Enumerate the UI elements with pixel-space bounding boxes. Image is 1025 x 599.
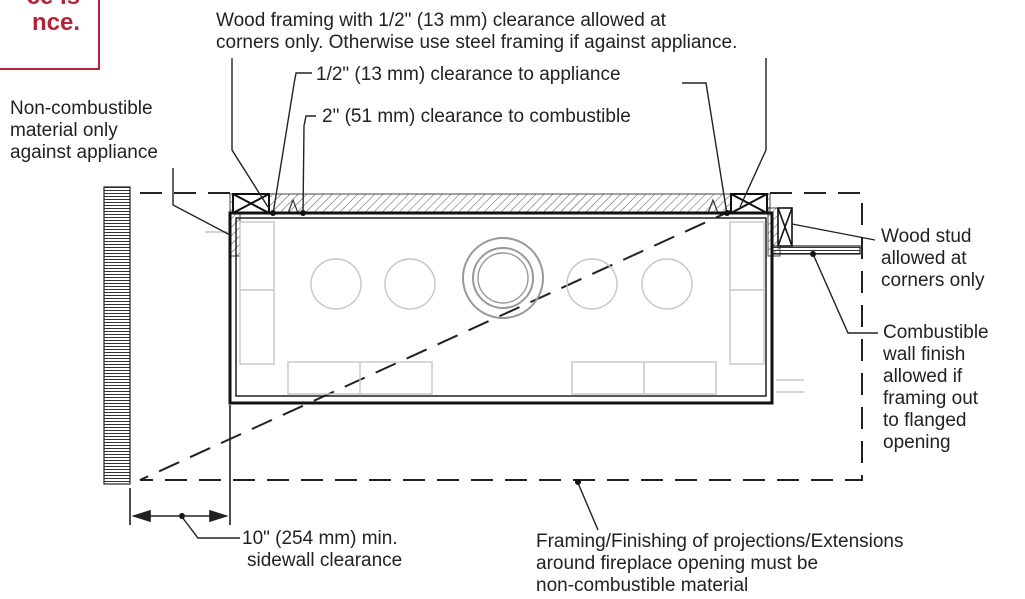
sidewall-label-2: sidewall clearance	[247, 550, 403, 571]
half-inch-clearance-label: 1/2" (13 mm) clearance to appliance	[316, 64, 621, 85]
appliance-inner	[235, 217, 767, 397]
sidewall-label-1: 10" (254 mm) min.	[242, 528, 398, 549]
wall-finish-label-1: Combustible	[883, 322, 989, 343]
clearance-marker-right	[707, 198, 719, 214]
noncombustible-label-2: material only	[10, 120, 118, 141]
appliance-outer	[228, 211, 774, 405]
wood-stud-label-1: Wood stud	[881, 226, 972, 247]
appliance-interior	[205, 221, 804, 395]
wood-framing-right	[730, 193, 768, 214]
projection-boundary	[139, 192, 863, 481]
two-inch-clearance-label: 2" (51 mm) clearance to combustible	[322, 106, 631, 127]
wood-framing-label-1: Wood framing with 1/2" (13 mm) clearance…	[216, 10, 666, 31]
noncombustible-label-1: Non-combustible	[10, 98, 153, 119]
wall-finish-label-4: framing out	[883, 388, 979, 409]
projections-label-3: non-combustible material	[536, 575, 749, 596]
wall-finish-label-3: allowed if	[883, 366, 963, 387]
wood-framing-label-2: corners only. Otherwise use steel framin…	[216, 32, 738, 53]
wall-finish-label-6: opening	[883, 432, 951, 453]
top-clearance-hatch	[232, 193, 771, 214]
wood-stud	[777, 207, 793, 247]
wall-finish-label-2: wall finish	[883, 344, 966, 365]
wood-stud-label-3: corners only	[881, 270, 985, 291]
sidewall	[103, 186, 131, 485]
wood-stud-label-2: allowed at	[881, 248, 967, 269]
wood-framing-left	[232, 193, 270, 214]
combustible-wall-finish	[771, 245, 861, 255]
sidewall-dimension	[129, 405, 231, 525]
projections-label-2: around fireplace opening must be	[536, 553, 819, 574]
wall-finish-label-5: to flanged	[883, 410, 967, 431]
warning-banner-line-2: nce.	[31, 9, 80, 36]
warning-banner: ce is nce.	[0, 0, 100, 70]
warning-banner-line-1: ce is	[27, 0, 80, 10]
leader-lines	[172, 58, 878, 539]
clearance-marker-left	[287, 198, 299, 214]
projections-label-1: Framing/Finishing of projections/Extensi…	[536, 531, 904, 552]
noncombustible-label-3: against appliance	[10, 142, 158, 163]
